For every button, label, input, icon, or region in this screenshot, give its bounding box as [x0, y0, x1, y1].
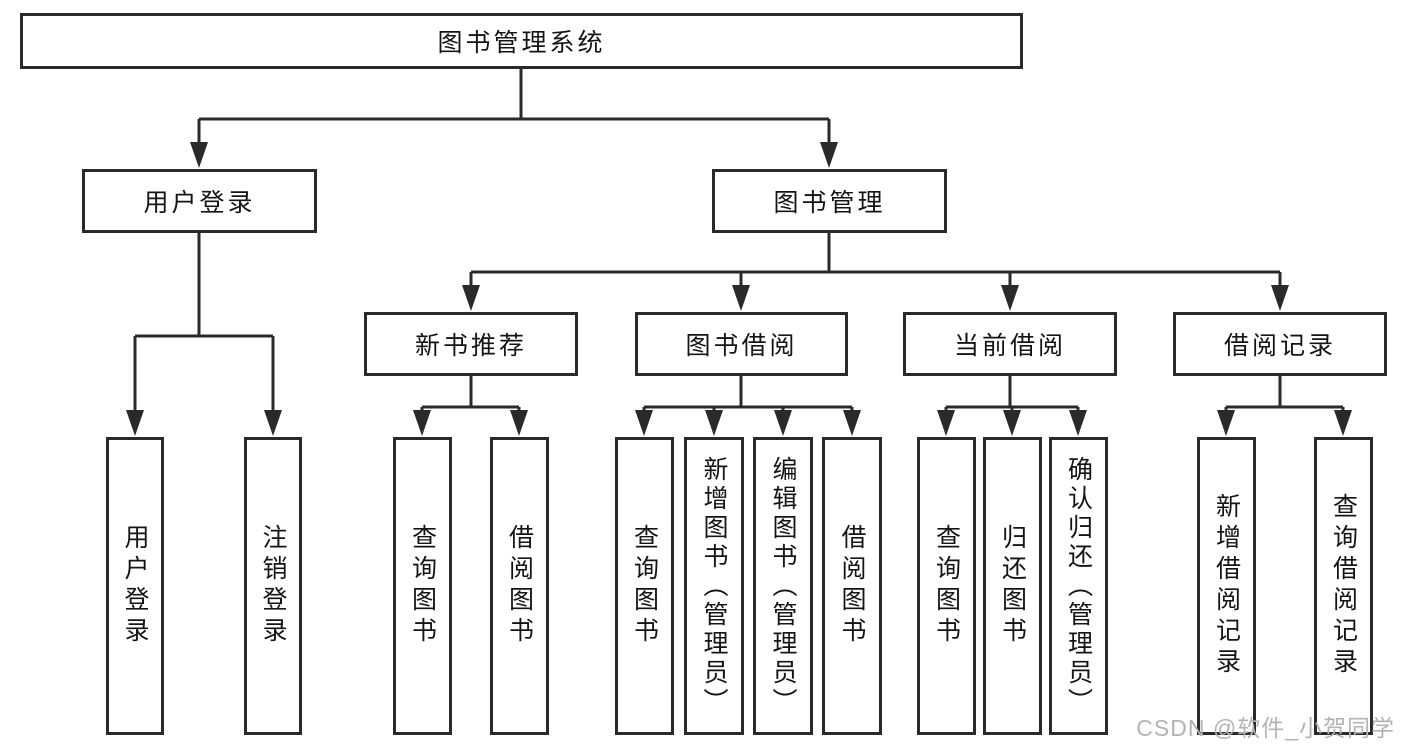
node-book-management: 图书管理: [712, 169, 947, 233]
arrowhead-down-icon: [1334, 410, 1352, 436]
arrowhead-down-icon: [1069, 410, 1087, 436]
leaf-cb-confirm-return-admin: 确认归还（管理员）: [1049, 437, 1108, 735]
arrowhead-down-icon: [732, 285, 750, 311]
arrowhead-down-icon: [774, 410, 792, 436]
arrowhead-down-icon: [413, 410, 431, 436]
connector-records-to-leaves: [1224, 376, 1345, 413]
arrowhead-down-icon: [843, 410, 861, 436]
arrowhead-down-icon: [1001, 285, 1019, 311]
csdn-watermark: CSDN @软件_小贺同学: [1136, 715, 1395, 741]
leaf-cb-query-books: 查询图书: [917, 437, 976, 735]
arrowhead-down-icon: [264, 410, 282, 436]
arrowhead-down-icon: [462, 285, 480, 311]
arrowhead-down-icon: [1003, 410, 1021, 436]
arrowhead-down-icon: [126, 410, 144, 436]
connector-newbook-to-leaves: [420, 376, 521, 413]
leaf-bb-query-books: 查询图书: [615, 437, 674, 735]
leaf-user-login: 用户登录: [106, 437, 164, 735]
connector-userlogin-to-leaves: [133, 233, 275, 412]
arrowhead-down-icon: [820, 142, 838, 168]
leaf-br-add-record: 新增借阅记录: [1197, 437, 1256, 735]
leaf-nb-borrow-books: 借阅图书: [490, 437, 549, 735]
node-user-login: 用户登录: [82, 169, 317, 233]
arrowhead-down-icon: [1271, 285, 1289, 311]
arrowhead-down-icon: [1217, 410, 1235, 436]
leaf-br-query-record: 查询借阅记录: [1314, 437, 1373, 735]
node-borrowing-records: 借阅记录: [1173, 312, 1387, 376]
leaf-cb-return-books: 归还图书: [983, 437, 1042, 735]
arrowhead-down-icon: [510, 410, 528, 436]
connector-root-to-level2: [197, 69, 831, 144]
leaf-bb-add-book-admin: 新增图书（管理员）: [684, 437, 744, 735]
node-current-borrowing: 当前借阅: [903, 312, 1117, 376]
connector-currentborrow-to-leaves: [944, 376, 1080, 413]
connector-bookborrow-to-leaves: [642, 376, 854, 413]
arrowhead-down-icon: [937, 410, 955, 436]
arrowhead-down-icon: [190, 142, 208, 168]
arrowhead-down-icon: [635, 410, 653, 436]
leaf-bb-edit-book-admin: 编辑图书（管理员）: [753, 437, 813, 735]
leaf-bb-borrow-books: 借阅图书: [822, 437, 882, 735]
arrowhead-down-icon: [705, 410, 723, 436]
node-new-book-recommend: 新书推荐: [364, 312, 578, 376]
leaf-nb-query-books: 查询图书: [393, 437, 452, 735]
leaf-logout: 注销登录: [244, 437, 302, 735]
node-library-system: 图书管理系统: [20, 13, 1023, 69]
connector-bookmgmt-to-level3: [469, 233, 1282, 289]
node-book-borrowing: 图书借阅: [635, 312, 848, 376]
